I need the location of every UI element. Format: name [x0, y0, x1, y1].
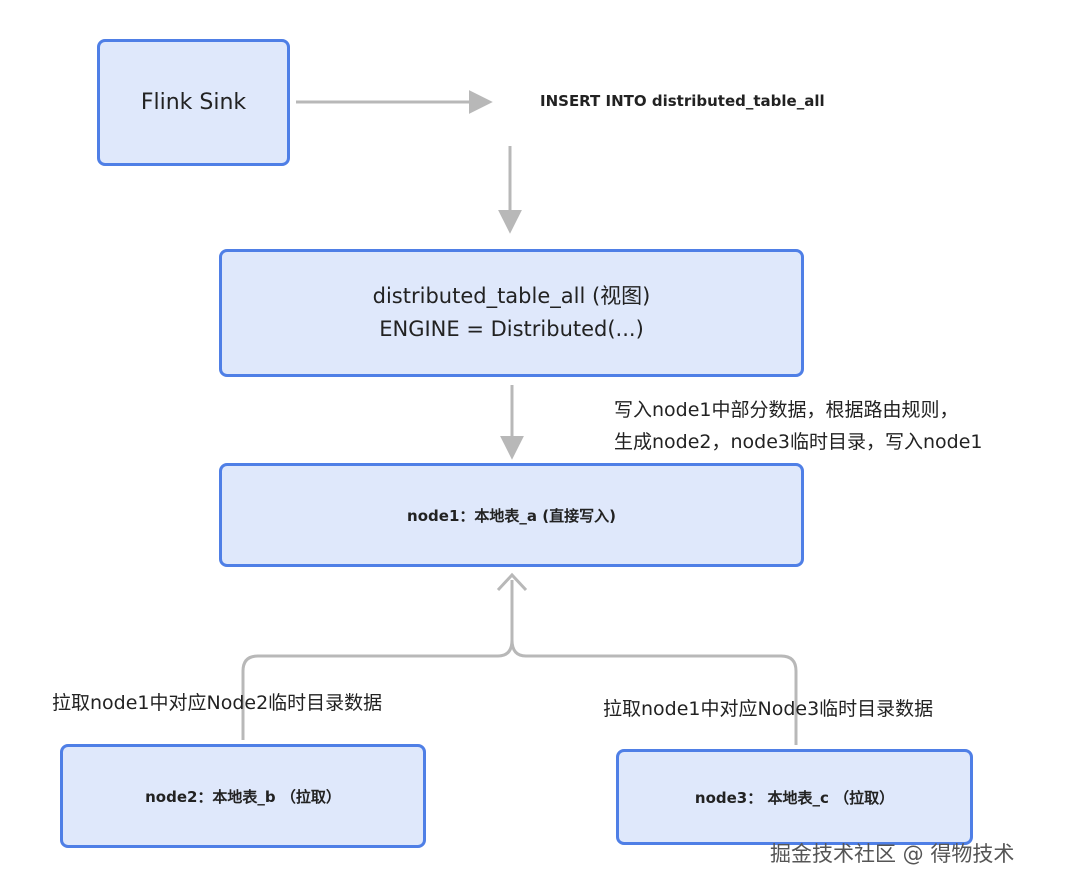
- node3-label: node3： 本地表_c （拉取）: [694, 788, 895, 807]
- node3-node: node3： 本地表_c （拉取）: [616, 749, 973, 845]
- flink-sink-label: Flink Sink: [140, 90, 247, 115]
- flink-sink-node: Flink Sink: [97, 39, 290, 166]
- node2-node: node2：本地表_b （拉取）: [60, 744, 426, 848]
- write-note-line1: 写入node1中部分数据，根据路由规则，: [614, 399, 959, 421]
- watermark: 掘金技术社区 @ 得物技术: [770, 842, 1015, 866]
- node1-node: node1：本地表_a (直接写入): [219, 463, 804, 567]
- pull-node2-label: 拉取node1中对应Node2临时目录数据: [52, 692, 383, 714]
- write-note-line2: 生成node2，node3临时目录，写入node1: [614, 431, 983, 453]
- node1-label: node1：本地表_a (直接写入): [407, 506, 616, 525]
- distributed-table-node: distributed_table_all (视图) ENGINE = Dist…: [219, 249, 804, 377]
- pull-arrowhead: [496, 572, 528, 592]
- arrow-pull-to-node1: [241, 580, 798, 745]
- insert-statement-label: INSERT INTO distributed_table_all: [540, 92, 825, 110]
- distributed-engine: ENGINE = Distributed(...): [379, 317, 644, 341]
- node2-label: node2：本地表_b （拉取）: [145, 787, 341, 806]
- write-routing-note: 写入node1中部分数据，根据路由规则， 生成node2，node3临时目录，写…: [614, 394, 983, 458]
- pull-node3-label: 拉取node1中对应Node3临时目录数据: [603, 698, 934, 720]
- distributed-table-name: distributed_table_all (视图): [372, 284, 651, 308]
